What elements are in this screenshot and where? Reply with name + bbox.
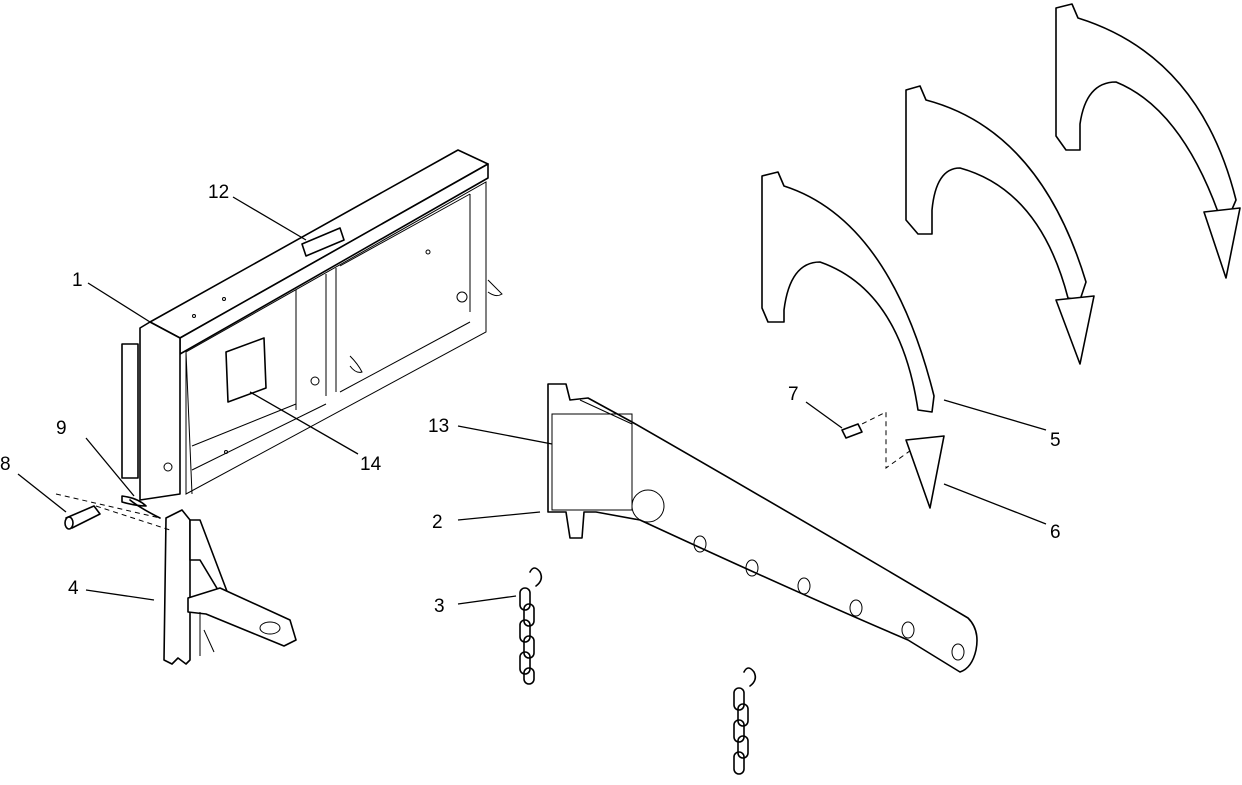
roll-pin [841, 423, 863, 439]
hitch-bracket [163, 509, 297, 665]
curved-tine-3 [1055, 3, 1241, 279]
callout-7: 7 [788, 384, 799, 405]
curved-tine-1 [761, 171, 945, 509]
mounting-frame [121, 149, 503, 501]
callout-3: 3 [434, 596, 445, 617]
main-arm [547, 383, 978, 673]
hair-pin-clip [121, 495, 161, 519]
callouts: 1 2 3 4 5 6 7 8 9 12 13 14 [0, 182, 1061, 617]
chains [519, 567, 757, 775]
callout-6: 6 [1050, 522, 1061, 543]
callout-2: 2 [432, 512, 443, 533]
callout-12: 12 [208, 182, 229, 203]
leader-lines [17, 196, 1047, 605]
callout-5: 5 [1050, 430, 1061, 451]
curved-tine-2 [905, 85, 1095, 365]
callout-8: 8 [0, 454, 11, 475]
callout-9: 9 [56, 418, 67, 439]
warning-decal-shape [225, 337, 267, 403]
callout-14: 14 [360, 454, 382, 475]
assembly-lines [55, 411, 915, 531]
callout-13: 13 [428, 416, 449, 437]
hitch-pin [64, 505, 101, 530]
callout-4: 4 [68, 578, 79, 599]
callout-1: 1 [72, 270, 83, 291]
logo-decal-shape [301, 227, 345, 257]
